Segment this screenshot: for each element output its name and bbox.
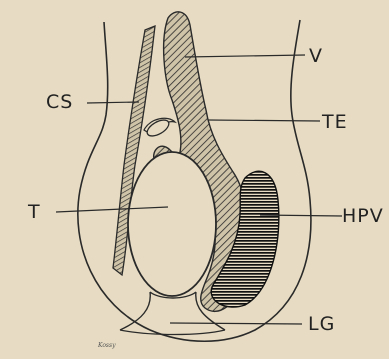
label-hpv: HPV	[342, 205, 384, 227]
engraver-signature: Kossy	[97, 342, 116, 349]
leader-cs	[87, 102, 139, 103]
leader-v	[185, 55, 305, 57]
label-cs: CS	[46, 91, 73, 113]
leader-te	[208, 120, 320, 121]
label-te: TE	[321, 111, 348, 133]
leader-lg	[170, 323, 302, 324]
ligament-base	[120, 330, 225, 335]
label-v: V	[309, 45, 323, 67]
label-t: T	[27, 201, 41, 223]
testis-oval	[128, 152, 216, 296]
label-lg: LG	[308, 313, 335, 335]
